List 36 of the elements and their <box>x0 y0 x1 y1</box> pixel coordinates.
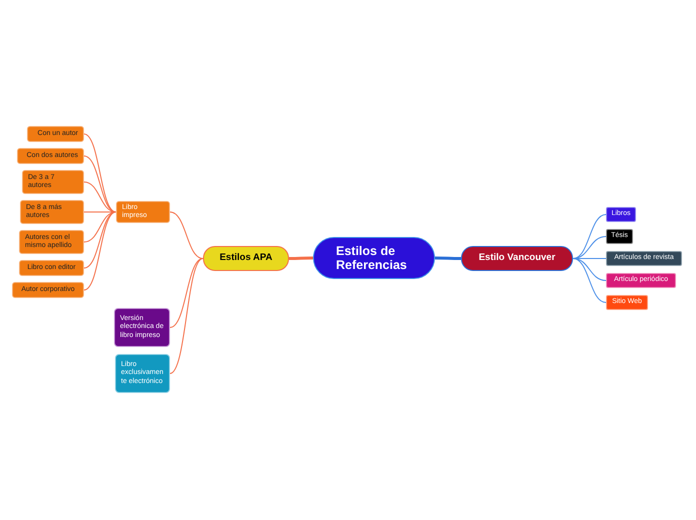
topic-text: Estilos APA <box>220 253 272 264</box>
subtopic <box>606 251 682 266</box>
connector-line <box>84 212 116 242</box>
connector-line <box>435 256 461 260</box>
connector-line <box>572 214 606 259</box>
connector-line <box>84 212 116 290</box>
connector-line <box>572 258 606 303</box>
main-topic <box>461 246 573 271</box>
connector-line <box>170 258 204 328</box>
subtopic <box>115 354 170 393</box>
topic-text: Estilos de Referencias <box>336 244 408 272</box>
topic-text: Estilo Vancouver <box>478 253 556 264</box>
subtopic <box>20 200 84 224</box>
subtopic <box>17 148 84 164</box>
subtopic <box>22 170 84 194</box>
connector-line <box>84 134 116 212</box>
connector-line <box>84 182 116 212</box>
subtopic <box>606 229 633 244</box>
connector-line <box>170 258 204 374</box>
subtopic <box>19 230 84 254</box>
connector-line <box>572 236 606 259</box>
subtopic <box>12 282 84 298</box>
subtopic <box>606 295 648 310</box>
subtopic <box>114 308 170 347</box>
subtopic <box>606 273 676 288</box>
connector-line <box>170 212 204 259</box>
connector-line <box>84 156 116 212</box>
subtopic <box>606 207 636 222</box>
central-topic <box>313 237 435 279</box>
connector-line <box>289 256 313 260</box>
subtopic <box>27 126 84 142</box>
connector-line <box>572 258 606 281</box>
connector-line <box>84 212 116 268</box>
subtopic <box>19 260 84 276</box>
main-topic <box>203 246 289 271</box>
subtopic <box>116 201 170 223</box>
